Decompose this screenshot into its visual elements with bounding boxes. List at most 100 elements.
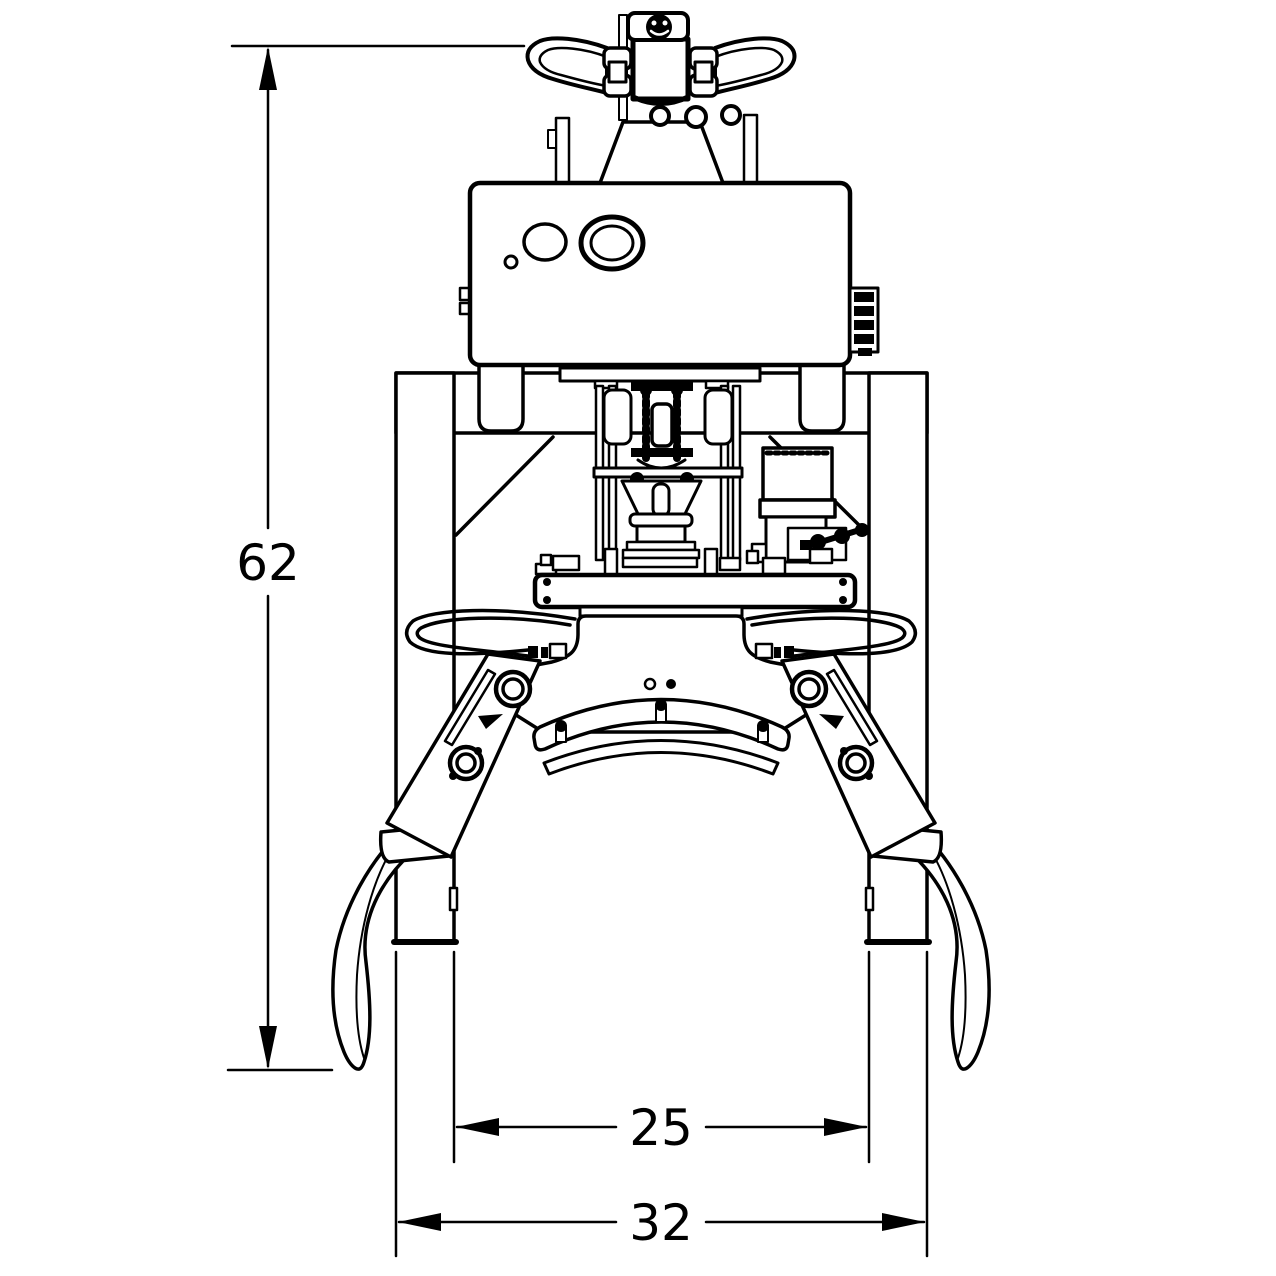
arc-lower-strip [542,739,780,776]
pump-flange [758,498,837,519]
bearing-block [635,524,687,544]
tiller-head-base-arc [630,94,691,106]
bolt-2 [684,105,708,129]
hanger-stub-right [704,379,730,390]
pivot-nub [840,747,848,755]
power-unit-enclosure [467,180,853,368]
hanger-plate [558,366,762,383]
indicator-light [503,254,519,270]
hydraulic-fittings [800,523,869,550]
inner-width-dimension-value: 25 [629,1099,693,1157]
pivot-nub [449,772,457,780]
left-tine [331,824,451,1071]
bracket [761,556,787,576]
hose-fitting [774,647,781,658]
arrowhead-right [824,1118,867,1136]
left-arm-chamfer [443,668,497,747]
left-tine-claw [331,831,449,1071]
bracket [551,554,581,572]
overall-width-dimension-value: 32 [629,1194,693,1252]
right-handle-grip-line [713,46,784,88]
cross-bar [592,466,744,479]
arrowhead-up [259,47,277,90]
arc-slots [555,699,769,743]
bolt-1 [649,105,671,127]
hanger-stub-left [593,379,619,390]
cap-screw-icon [646,14,672,40]
right-lower-pivot-bore [845,752,867,774]
right-arm [780,652,937,859]
left-tine-line [355,845,395,1059]
arrowhead-left [398,1213,441,1231]
hydraulic-pump [750,446,869,564]
body-hole-left [643,677,657,691]
height-dimension-value: 62 [236,534,300,592]
right-lower-pivot [837,744,875,782]
arrowhead-right [882,1213,925,1231]
plate-bolt [543,596,551,604]
left-upper-pivot [493,669,533,709]
arc-band [532,697,791,752]
left-handle-grip-line [538,46,609,88]
side-plate-right [703,388,734,446]
arrowhead-down [259,1026,277,1069]
hose-fitting [541,647,548,658]
arrowhead-left [456,1118,499,1136]
pivot-nub [474,747,482,755]
funnel-rod [651,482,671,518]
plate-bolt [839,578,847,586]
collar [628,512,694,528]
side-plate-left [602,388,633,446]
plate-bolt [839,596,847,604]
bracket [621,556,699,569]
right-arm-wedge [819,714,844,729]
body-hole-right [666,679,676,689]
right-mast-block [742,113,759,184]
hose-fitting [528,646,538,658]
bracket [718,556,742,572]
arc-cross-member [532,697,791,776]
hose-adapter [754,642,774,660]
right-tine [871,824,991,1071]
rod-nut [640,384,652,396]
left-mast-block [554,116,571,184]
right-post-tab [864,886,875,912]
hose-adapter [548,642,568,660]
horn-button [522,222,568,262]
pump-motor [761,446,834,502]
power-unit [458,180,880,433]
pivot-nub [865,772,873,780]
key-switch-arc [583,253,616,270]
left-upper-pivot-bore [501,677,525,701]
left-handle-clamp [602,46,633,98]
left-arm [385,652,542,859]
base-plate-assembly [532,547,858,618]
center-spindle [650,402,674,448]
tiller-head [630,36,691,102]
key-switch-inner-ring [589,224,635,262]
bracket [703,547,719,577]
bracket [539,553,553,567]
right-tine-line [927,845,967,1059]
left-arm-wedge [478,714,503,729]
right-hose-loop [745,608,918,660]
left-box-foot [477,363,525,433]
mast-cover [598,120,725,185]
bolt-3 [720,104,742,126]
left-mast-nub [547,129,557,149]
right-handle-clamp [688,46,719,98]
dimension-height: 62 [226,44,526,1072]
left-gusset-brace [454,435,555,537]
dimension-overall-width: 32 [394,950,929,1258]
left-lower-pivot-bore [455,752,477,774]
left-hose-loop [404,608,577,660]
charge-connector [848,286,880,356]
rotator-base-plate [532,572,858,610]
bracket [745,549,760,565]
hose-fitting [784,646,794,658]
right-upper-pivot [789,669,829,709]
clamp-bar-top [631,382,693,391]
right-tine-claw [873,831,991,1071]
left-post-tab [448,886,459,912]
